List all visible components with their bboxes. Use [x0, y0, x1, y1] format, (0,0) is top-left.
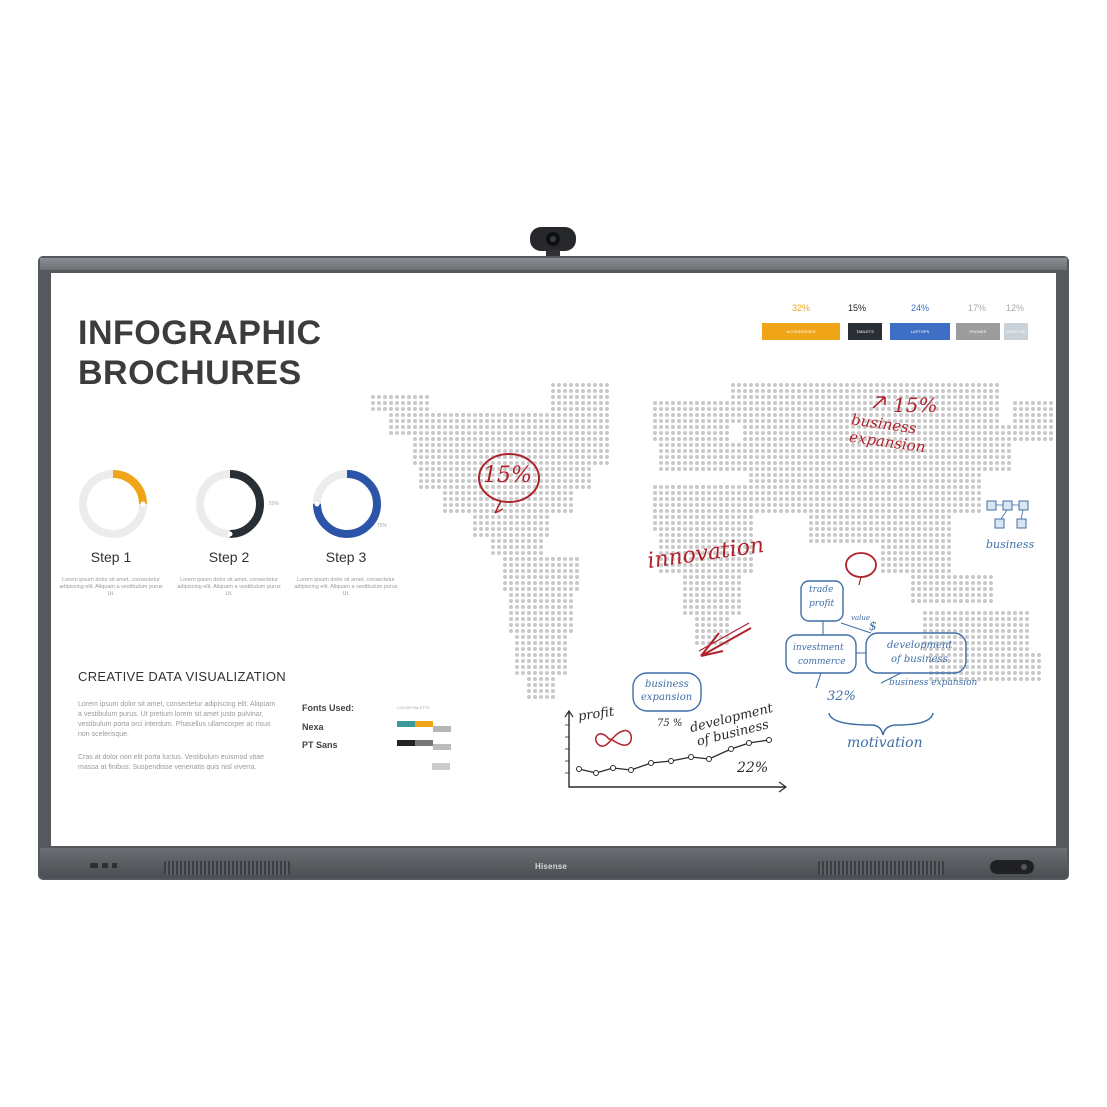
kpi-bar: PHONES — [956, 323, 1000, 340]
usb-port-icon — [90, 863, 98, 868]
port-icon — [112, 863, 117, 868]
annotation-business-small: business — [986, 538, 1035, 551]
sensor-panel — [990, 860, 1034, 874]
page-title: INFOGRAPHIC BROCHURES — [78, 313, 322, 393]
map-dots — [371, 383, 1053, 699]
bottom-bezel: Hisense — [40, 848, 1067, 878]
world-map — [371, 383, 1053, 699]
kpi-bar: ACCESSORIES — [762, 323, 840, 340]
display-screen: INFOGRAPHIC BROCHURES 32% ACCESSORIES 15… — [51, 273, 1056, 846]
dollar-icon: $ — [869, 619, 877, 633]
annotation-commerce: commerce — [798, 657, 846, 667]
fonts-used-label: Fonts Used: — [302, 703, 355, 713]
annotation-trade: trade — [809, 585, 834, 595]
swatch — [415, 740, 433, 746]
step-2-text: Lorem ipsum dolor sit amet, consectetur … — [177, 577, 281, 597]
step-1-label: Step 1 — [90, 549, 132, 565]
swatch — [433, 744, 451, 750]
annotation-business-expansion-small: business expansion — [889, 678, 978, 688]
brand-logo: Hisense — [535, 862, 568, 871]
kpi-percent: 12% — [1005, 303, 1024, 313]
annotation-profit: profit — [809, 599, 835, 609]
step-3-label: Step 3 — [325, 549, 367, 565]
annotation-value: value — [851, 614, 871, 622]
font-name-pt-sans: PT Sans — [302, 740, 338, 750]
top-bezel-strip — [40, 258, 1067, 270]
annotation-development: development — [887, 640, 953, 651]
speaker-grille-right — [818, 861, 944, 875]
kpi-percent: 24% — [910, 303, 929, 313]
paragraph-2: Cras at dolor non elit porta luctus. Ves… — [78, 754, 264, 771]
sketch-overlay — [478, 396, 1029, 793]
kpi-bar: LAPTOPS — [890, 323, 950, 340]
annotation-22-percent: 22% — [737, 760, 769, 776]
donut-end-dot — [140, 501, 146, 507]
annotation-15-percent: 15% — [483, 463, 532, 488]
swatch — [432, 763, 450, 770]
kpi-percent: 17% — [967, 303, 986, 313]
step-3-side-label: 75% — [377, 523, 388, 529]
palette-label: COLOR PALETTE — [397, 705, 430, 710]
annotation-75-percent: 75 % — [657, 718, 683, 729]
annotation-motivation: motivation — [847, 735, 923, 751]
swatch — [397, 740, 415, 746]
kpi-percent: 15% — [847, 303, 866, 313]
donut-end-dot — [314, 501, 320, 507]
swatch — [397, 721, 415, 727]
annotation-investment: investment — [793, 643, 844, 653]
step-2-label: Step 2 — [208, 549, 250, 565]
swatch — [433, 726, 451, 732]
speaker-grille-left — [164, 861, 290, 875]
usb-port-icon — [102, 863, 108, 868]
title-line-2: BROCHURES — [78, 354, 302, 392]
annotation-bubble-business: business — [645, 679, 689, 690]
webcam — [530, 227, 576, 257]
kpi-percent: 32% — [791, 303, 810, 313]
step-1-text: Lorem ipsum dolor sit amet, consectetur … — [59, 577, 163, 597]
step-1-donut — [79, 470, 147, 538]
donut-end-dot — [227, 531, 233, 537]
swatch — [415, 721, 433, 727]
section-title: CREATIVE DATA VISUALIZATION — [78, 669, 286, 684]
annotation-of-business: of business — [891, 654, 948, 665]
step-2-donut — [196, 470, 264, 538]
title-line-1: INFOGRAPHIC — [78, 314, 322, 352]
paragraph-1: Lorem ipsum dolor sit amet, consectetur … — [78, 701, 276, 738]
step-3-donut — [313, 470, 381, 538]
font-name-nexa: Nexa — [302, 722, 324, 732]
step-2-side-label: 50% — [269, 501, 280, 507]
annotation-32-percent: 32% — [827, 689, 856, 704]
kpi-bar: DESKTOP — [1004, 323, 1028, 340]
annotation-bubble-expansion: expansion — [641, 692, 693, 703]
annotation-top-15-percent: 15% — [893, 393, 938, 417]
step-3-text: Lorem ipsum dolor sit amet, consectetur … — [294, 577, 398, 597]
kpi-bar: TABLETS — [848, 323, 882, 340]
